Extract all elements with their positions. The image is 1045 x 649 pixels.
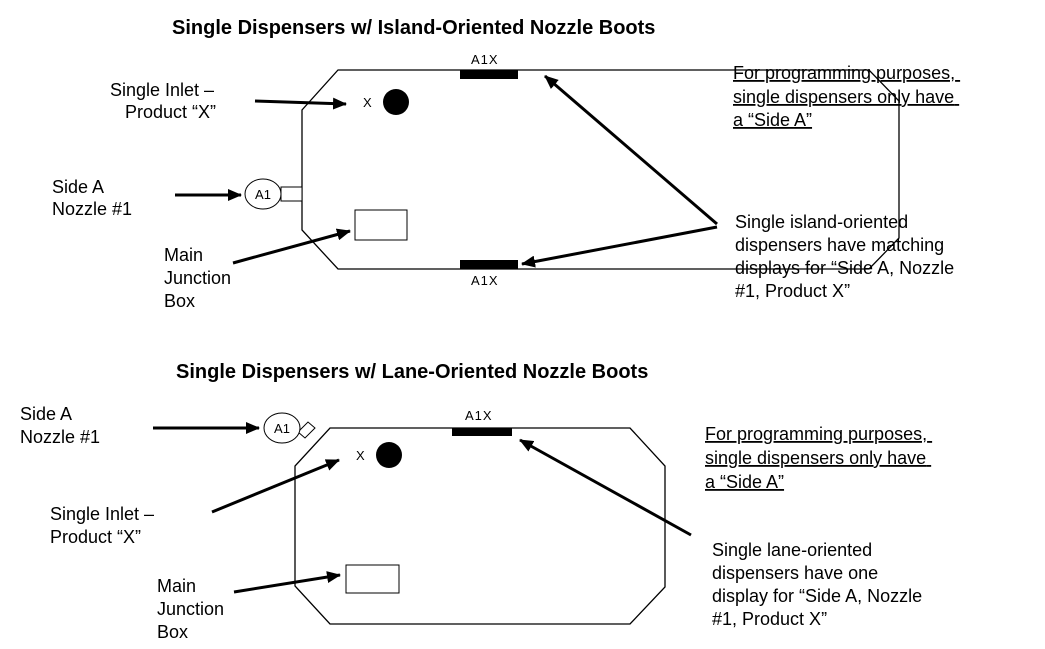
display-bottom-label: A1X: [471, 273, 499, 288]
arrow-display-top: [544, 74, 718, 226]
display-top: [452, 428, 512, 436]
arrow-inlet: [254, 97, 347, 110]
junction-box: [345, 564, 400, 594]
nozzle-circle: [263, 412, 301, 444]
programming-note: For programming purposes, single dispens…: [705, 424, 932, 492]
inlet-circle: [376, 442, 402, 468]
nozzle-circle-label: A1: [255, 187, 271, 202]
nozzle-label: Side A Nozzle #1: [20, 404, 100, 447]
section-title: Single Dispensers w/ Island-Oriented Noz…: [172, 17, 655, 39]
arrow-junction-box: [232, 228, 351, 265]
nozzle-boot: [297, 421, 316, 439]
display-top-label: A1X: [465, 408, 493, 423]
display-bottom: [460, 260, 518, 269]
junction-box: [354, 209, 408, 241]
arrow-display: [519, 438, 692, 537]
junction-box-label: Main Junction Box: [157, 576, 229, 642]
inlet-circle: [383, 89, 409, 115]
nozzle-boot: [280, 186, 303, 202]
inlet-label: Single Inlet – Product “X”: [50, 504, 159, 547]
display-description: Single island-oriented dispensers have m…: [735, 212, 959, 301]
lane-oriented-section: Single Dispensers w/ Lane-Oriented Nozzl…: [20, 361, 932, 642]
island-oriented-section: Single Dispensers w/ Island-Oriented Noz…: [52, 17, 960, 311]
product-mark: X: [363, 95, 372, 110]
section-title: Single Dispensers w/ Lane-Oriented Nozzl…: [176, 361, 648, 383]
nozzle-circle-label: A1: [274, 421, 290, 436]
nozzle-label: Side A Nozzle #1: [52, 177, 132, 219]
product-mark: X: [356, 448, 365, 463]
display-top-label: A1X: [471, 52, 499, 67]
arrow-inlet: [211, 458, 340, 514]
inlet-label: Single Inlet – Product “X”: [110, 80, 219, 122]
arrow-display-bottom: [521, 225, 718, 268]
display-description: Single lane-oriented dispensers have one…: [712, 540, 927, 629]
display-top: [460, 70, 518, 79]
dispenser-outline: [294, 427, 666, 625]
arrow-junction-box: [233, 571, 341, 594]
programming-note: For programming purposes, single dispens…: [733, 63, 960, 130]
dispenser-outline: [301, 69, 900, 270]
junction-box-label: Main Junction Box: [164, 245, 236, 311]
